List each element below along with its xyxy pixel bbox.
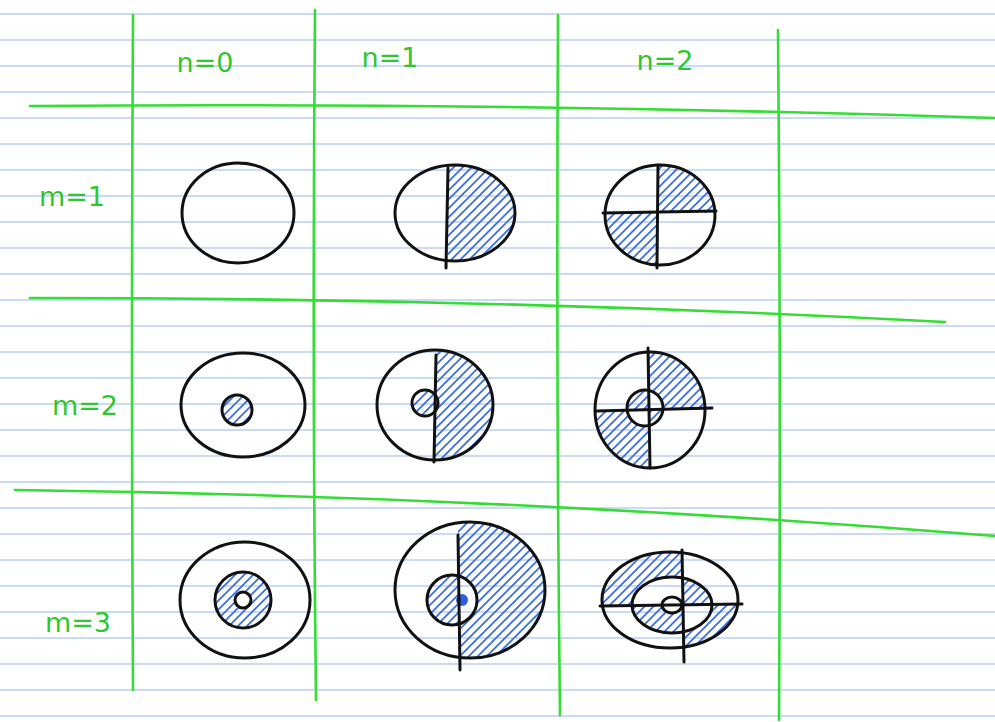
ruled-lines xyxy=(0,14,995,716)
row-header: m=1 xyxy=(39,183,105,210)
row-header: m=3 xyxy=(45,609,111,636)
column-header: n=0 xyxy=(177,49,234,76)
table-grid xyxy=(15,10,995,720)
circle-outlines xyxy=(180,163,742,670)
column-header: n=2 xyxy=(637,47,694,74)
row-header: m=2 xyxy=(52,392,118,419)
column-header: n=1 xyxy=(362,44,419,71)
hatching xyxy=(215,165,738,658)
